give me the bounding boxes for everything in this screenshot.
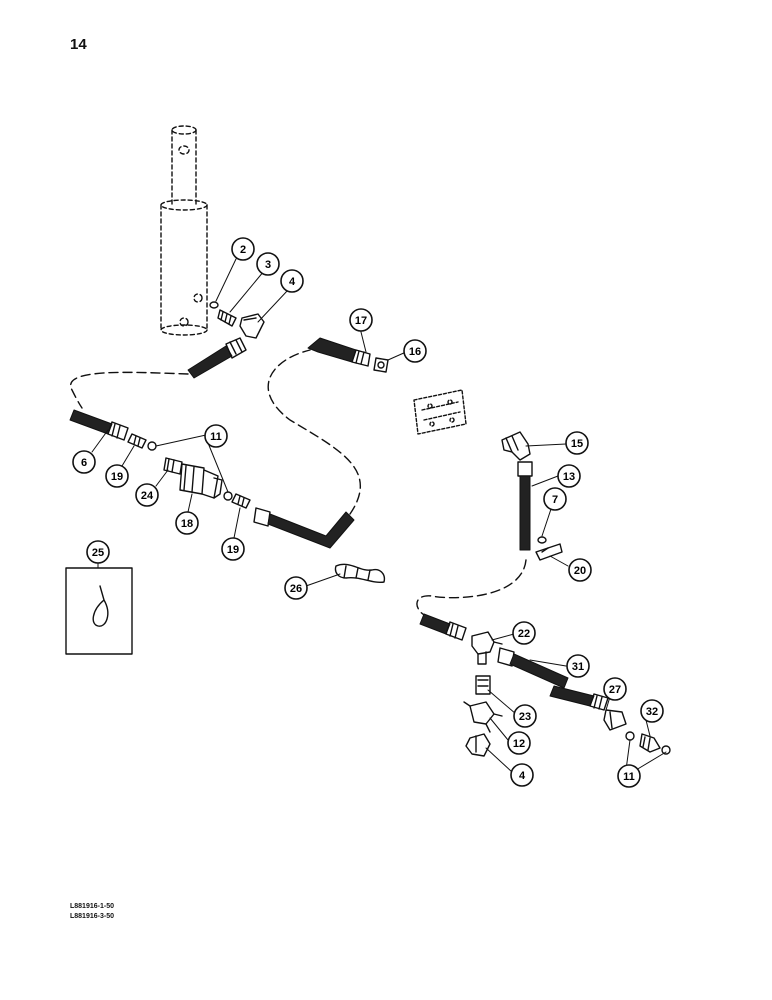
svg-text:12: 12 (513, 738, 525, 750)
svg-text:25: 25 (92, 547, 104, 559)
svg-text:4: 4 (519, 770, 526, 782)
clip-25-box (65, 567, 133, 655)
elbow-15 (501, 431, 531, 461)
hose-line-1 (69, 371, 189, 409)
callout-19-left: 19 (105, 464, 129, 488)
nut-16 (373, 357, 389, 373)
callout-3: 3 (256, 252, 280, 276)
hose-end-lower-right (419, 613, 467, 641)
reference-2: L881916-3-50 (70, 913, 114, 920)
svg-text:15: 15 (571, 438, 583, 450)
coupler-18 (179, 463, 223, 499)
svg-text:6: 6 (81, 457, 87, 469)
adapter-19-left (127, 433, 147, 449)
nut-7 (537, 536, 547, 544)
callout-16: 16 (403, 339, 427, 363)
callout-11-right: 11 (617, 764, 641, 788)
callout-17: 17 (349, 308, 373, 332)
adapter-3 (217, 309, 237, 327)
svg-text:24: 24 (141, 490, 154, 502)
svg-text:11: 11 (210, 431, 222, 443)
hose-line-2 (267, 349, 362, 515)
page-number: 14 (70, 36, 87, 53)
callouts: 2 3 4 17 16 6 19 11 24 18 19 15 13 7 20 … (72, 237, 664, 788)
svg-text:20: 20 (574, 565, 586, 577)
tee-22 (471, 631, 503, 665)
hose-end-lower-mid (253, 507, 355, 549)
callout-24: 24 (135, 483, 159, 507)
o-ring-11-mid (223, 491, 233, 501)
hose-end-upper (187, 337, 247, 379)
callout-22: 22 (512, 621, 536, 645)
svg-text:11: 11 (623, 771, 635, 783)
svg-text:16: 16 (409, 346, 421, 358)
svg-text:4: 4 (289, 276, 296, 288)
hose-end-17 (307, 337, 371, 367)
clamp-20 (535, 543, 563, 561)
o-ring-11-right-a (625, 731, 635, 741)
callout-31: 31 (566, 654, 590, 678)
callout-18: 18 (175, 511, 199, 535)
callout-19-right: 19 (221, 537, 245, 561)
svg-text:3: 3 (265, 259, 271, 271)
svg-text:7: 7 (552, 494, 558, 506)
svg-text:23: 23 (519, 711, 531, 723)
svg-text:26: 26 (290, 583, 302, 595)
hydraulic-cylinder (160, 125, 208, 336)
elbow-4-lower (465, 733, 491, 757)
callout-27: 27 (603, 677, 627, 701)
callout-2: 2 (231, 237, 255, 261)
callout-26: 26 (284, 576, 308, 600)
adapter-19-right (231, 493, 251, 509)
hose-line-3 (416, 559, 527, 617)
tee-12 (463, 701, 503, 733)
adapter-23 (475, 675, 491, 695)
callout-7: 7 (543, 487, 567, 511)
adapter-32 (639, 733, 661, 753)
leader-lines (91, 258, 667, 773)
svg-text:13: 13 (563, 471, 575, 483)
reference-1: L881916-1-50 (70, 903, 114, 910)
svg-text:2: 2 (240, 244, 246, 256)
svg-text:22: 22 (518, 628, 530, 640)
callout-12: 12 (507, 731, 531, 755)
o-ring-2 (209, 301, 219, 309)
o-ring-11-right-b (661, 745, 671, 755)
callout-25: 25 (86, 540, 110, 564)
drawing-references: L881916-1-50 L881916-3-50 (70, 902, 114, 922)
callout-15: 15 (565, 431, 589, 455)
callout-4-upper: 4 (280, 269, 304, 293)
svg-text:17: 17 (355, 315, 367, 327)
callout-6: 6 (72, 450, 96, 474)
callout-11-left: 11 (204, 424, 228, 448)
adapter-27 (603, 709, 627, 731)
callout-4-lower: 4 (510, 763, 534, 787)
svg-text:27: 27 (609, 684, 621, 696)
svg-text:19: 19 (227, 544, 239, 556)
svg-text:18: 18 (181, 518, 193, 530)
elbow-4-upper (239, 313, 265, 339)
callout-13: 13 (557, 464, 581, 488)
callout-23: 23 (513, 704, 537, 728)
callout-32: 32 (640, 699, 664, 723)
hose-end-6 (69, 409, 129, 441)
clip-26 (334, 563, 386, 584)
adapter-24 (163, 457, 183, 475)
callout-20: 20 (568, 558, 592, 582)
svg-text:19: 19 (111, 471, 123, 483)
svg-text:32: 32 (646, 706, 658, 718)
mounting-bracket (413, 389, 467, 435)
hose-31 (497, 647, 609, 711)
svg-text:31: 31 (572, 661, 584, 673)
o-ring-11-left (147, 441, 157, 451)
tube-13 (517, 461, 533, 551)
